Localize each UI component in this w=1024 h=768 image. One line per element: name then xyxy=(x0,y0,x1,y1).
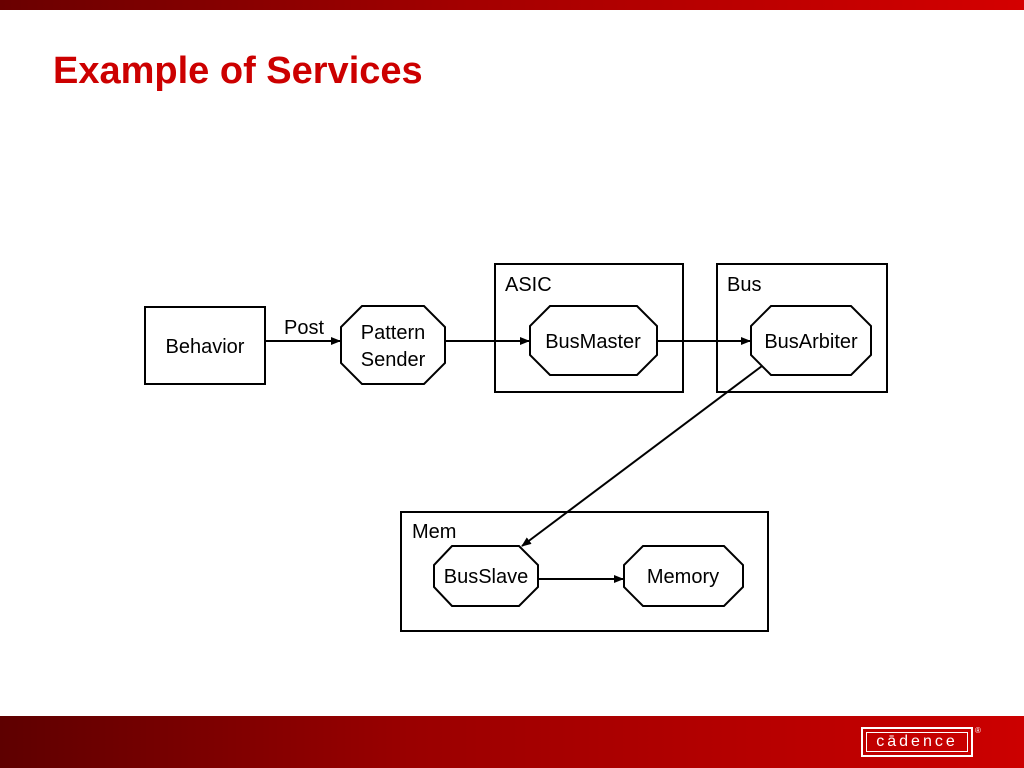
asic-label: ASIC xyxy=(505,274,552,296)
bus-arbiter-label: BusArbiter xyxy=(764,331,858,353)
bottom-footer-bar xyxy=(0,716,1024,768)
memory-label: Memory xyxy=(647,566,719,588)
bus-arbiter-node: BusArbiter xyxy=(750,305,872,376)
bus-container: Bus xyxy=(716,263,888,393)
mem-container: Mem xyxy=(400,511,769,632)
pattern-sender-label-line2: Sender xyxy=(361,349,426,371)
asic-container: ASIC xyxy=(494,263,684,393)
memory-node: Memory xyxy=(623,545,744,607)
pattern-sender-node: Pattern Sender xyxy=(340,305,446,385)
bus-slave-label: BusSlave xyxy=(444,566,529,588)
pattern-sender-label-line1: Pattern xyxy=(361,322,425,344)
bus-master-node: BusMaster xyxy=(529,305,658,376)
bus-slave-node: BusSlave xyxy=(433,545,539,607)
post-edge-label: Post xyxy=(284,317,324,339)
top-accent-bar xyxy=(0,0,1024,10)
behavior-label: Behavior xyxy=(166,336,245,358)
edge-bus-arbiter-to-bus-slave xyxy=(521,365,763,547)
slide-title: Example of Services xyxy=(53,50,423,92)
registered-mark: ® xyxy=(975,726,981,735)
cadence-logo-inner-border: cādence xyxy=(866,732,968,752)
mem-label: Mem xyxy=(412,521,456,543)
bus-label: Bus xyxy=(727,274,761,296)
cadence-logo-text: cādence xyxy=(876,733,958,750)
behavior-node: Behavior xyxy=(144,306,266,385)
cadence-logo: cādence xyxy=(861,727,973,757)
bus-master-label: BusMaster xyxy=(545,331,641,353)
